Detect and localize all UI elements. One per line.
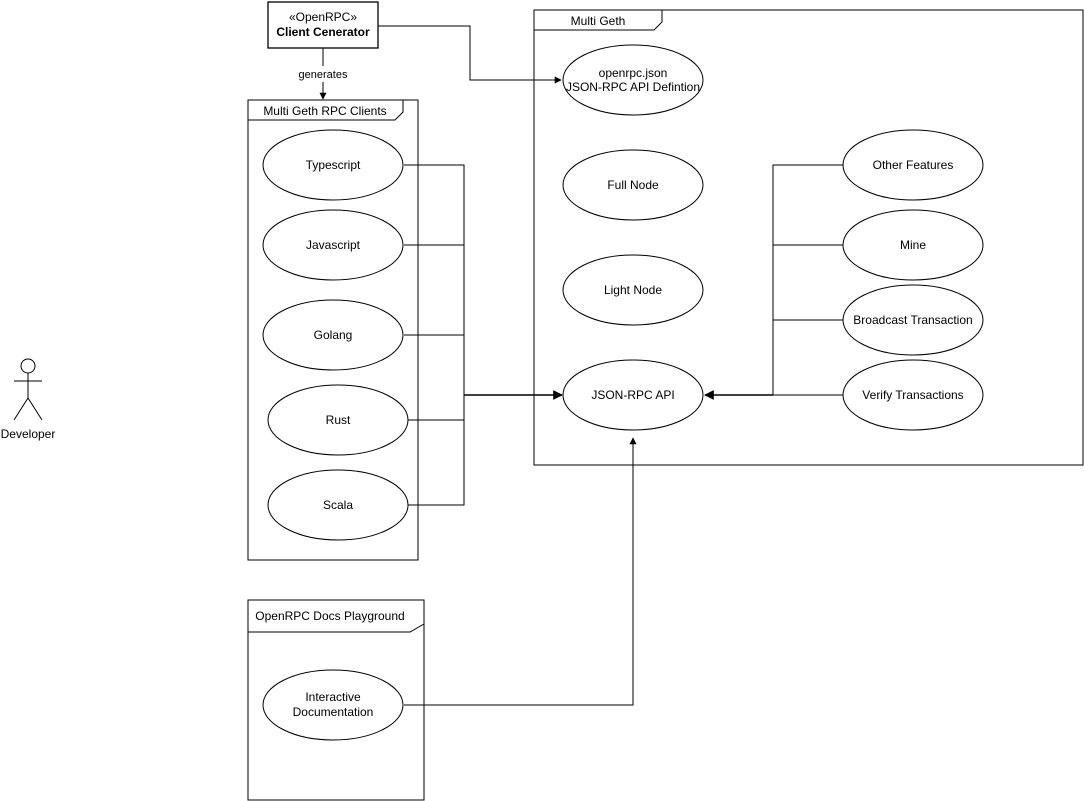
developer-label: Developer	[1, 427, 56, 441]
rpc-clients-title: Multi Geth RPC Clients	[263, 104, 386, 118]
use-case-openrpc-json[interactable]: openrpc.json JSON-RPC API Defintion	[562, 44, 704, 116]
json-rpc-api-label: JSON-RPC API	[591, 388, 674, 402]
golang-label: Golang	[314, 328, 353, 342]
use-case-golang[interactable]: Golang	[262, 299, 404, 371]
use-case-verify-transactions[interactable]: Verify Transactions	[842, 359, 984, 431]
interactive-docs-label: Interactive	[305, 690, 361, 704]
multi-geth-frame: Multi Geth	[533, 9, 1084, 466]
multi-geth-title: Multi Geth	[571, 14, 626, 28]
use-case-javascript[interactable]: Javascript	[262, 209, 404, 281]
generator-stereotype: «OpenRPC»	[289, 10, 357, 24]
mine-label: Mine	[900, 238, 926, 252]
docs-to-api-connector	[404, 437, 637, 706]
generator-name: Client Cenerator	[276, 25, 370, 39]
broadcast-transaction-label: Broadcast Transaction	[853, 313, 972, 327]
other-features-label: Other Features	[873, 158, 954, 172]
use-case-full-node[interactable]: Full Node	[562, 149, 704, 221]
use-case-typescript[interactable]: Typescript	[262, 129, 404, 201]
openrpc-json-label: openrpc.json	[599, 66, 668, 80]
scala-connector	[408, 395, 465, 506]
rust-label: Rust	[326, 413, 351, 427]
typescript-connector	[404, 164, 465, 395]
use-case-interactive-documentation[interactable]: Interactive Documentation	[262, 669, 404, 741]
verify-transactions-label: Verify Transactions	[862, 388, 963, 402]
use-case-rust[interactable]: Rust	[267, 384, 409, 456]
other-features-connector	[772, 164, 844, 395]
docs-playground-frame: OpenRPC Docs Playground	[247, 599, 425, 801]
rpc-clients-frame: Multi Geth RPC Clients	[247, 99, 419, 561]
full-node-label: Full Node	[607, 178, 659, 192]
light-node-label: Light Node	[604, 283, 662, 297]
docs-playground-title: OpenRPC Docs Playground	[255, 609, 404, 623]
interactive-docs-sublabel: Documentation	[293, 705, 374, 719]
scala-label: Scala	[323, 498, 353, 512]
use-case-broadcast-transaction[interactable]: Broadcast Transaction	[842, 284, 984, 356]
features-connectors	[704, 164, 844, 400]
use-case-light-node[interactable]: Light Node	[562, 254, 704, 326]
typescript-label: Typescript	[306, 158, 361, 172]
generator-to-openrpc-connector	[378, 25, 562, 84]
openrpc-json-sublabel: JSON-RPC API Defintion	[566, 80, 700, 94]
generates-label: generates	[299, 69, 348, 81]
use-case-other-features[interactable]: Other Features	[842, 129, 984, 201]
developer-actor: Developer	[1, 358, 56, 441]
use-case-mine[interactable]: Mine	[842, 209, 984, 281]
clients-connectors	[404, 164, 563, 506]
javascript-label: Javascript	[306, 238, 361, 252]
client-generator-box[interactable]: «OpenRPC» Client Cenerator	[267, 1, 379, 49]
use-case-scala[interactable]: Scala	[267, 469, 409, 541]
use-case-json-rpc-api[interactable]: JSON-RPC API	[562, 359, 704, 431]
